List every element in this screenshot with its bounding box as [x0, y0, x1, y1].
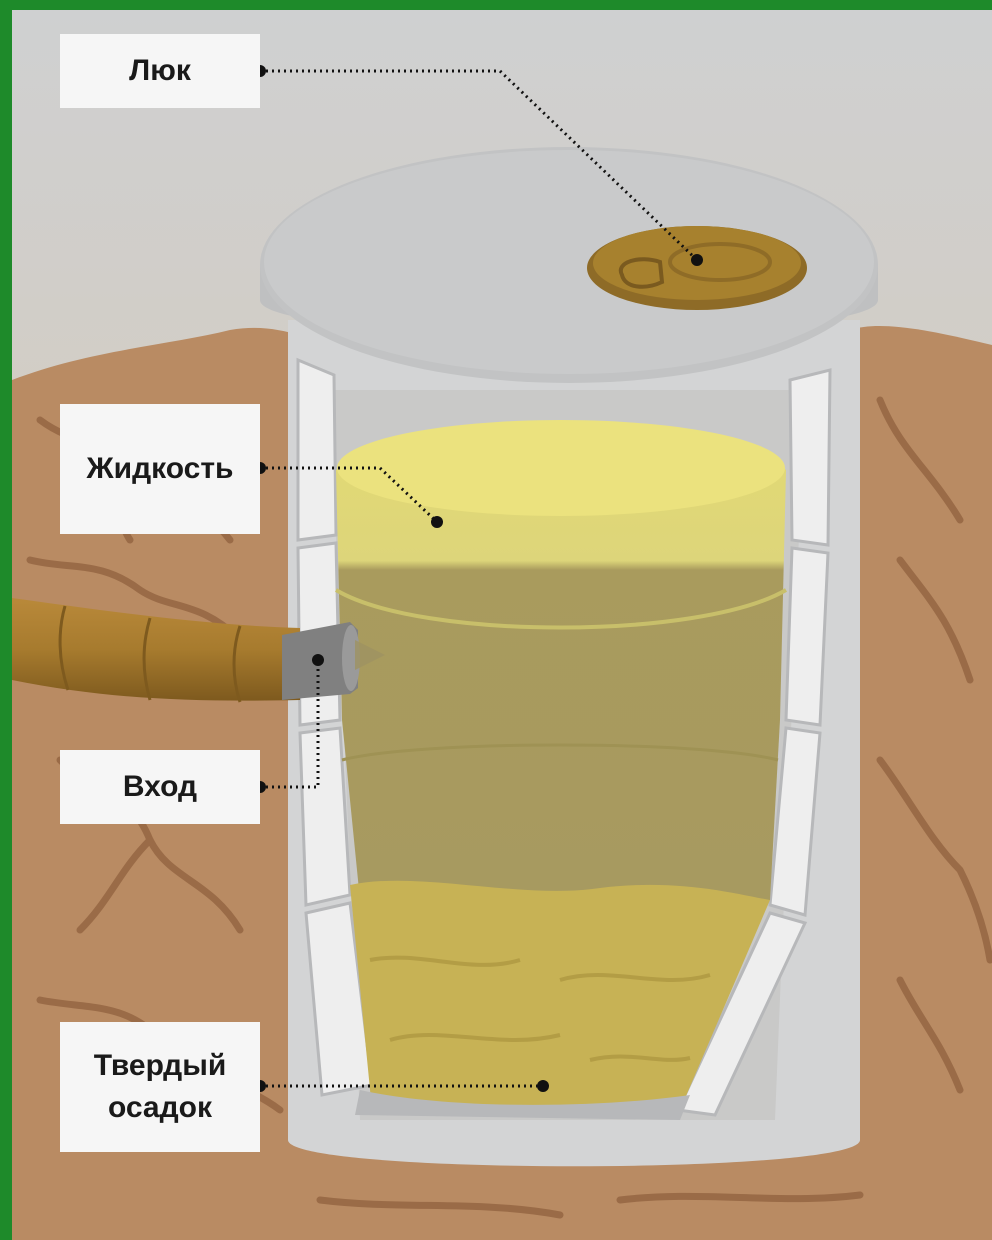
label-sludge: Твердый осадок — [60, 1022, 260, 1152]
label-liquid-text: Жидкость — [87, 448, 234, 490]
liquid-surface — [337, 420, 785, 516]
label-inlet: Вход — [60, 750, 260, 824]
label-hatch: Люк — [60, 34, 260, 108]
label-liquid: Жидкость — [60, 404, 260, 534]
label-inlet-text: Вход — [123, 766, 197, 808]
label-hatch-text: Люк — [129, 50, 191, 92]
label-sludge-text: Твердый осадок — [94, 1045, 227, 1129]
